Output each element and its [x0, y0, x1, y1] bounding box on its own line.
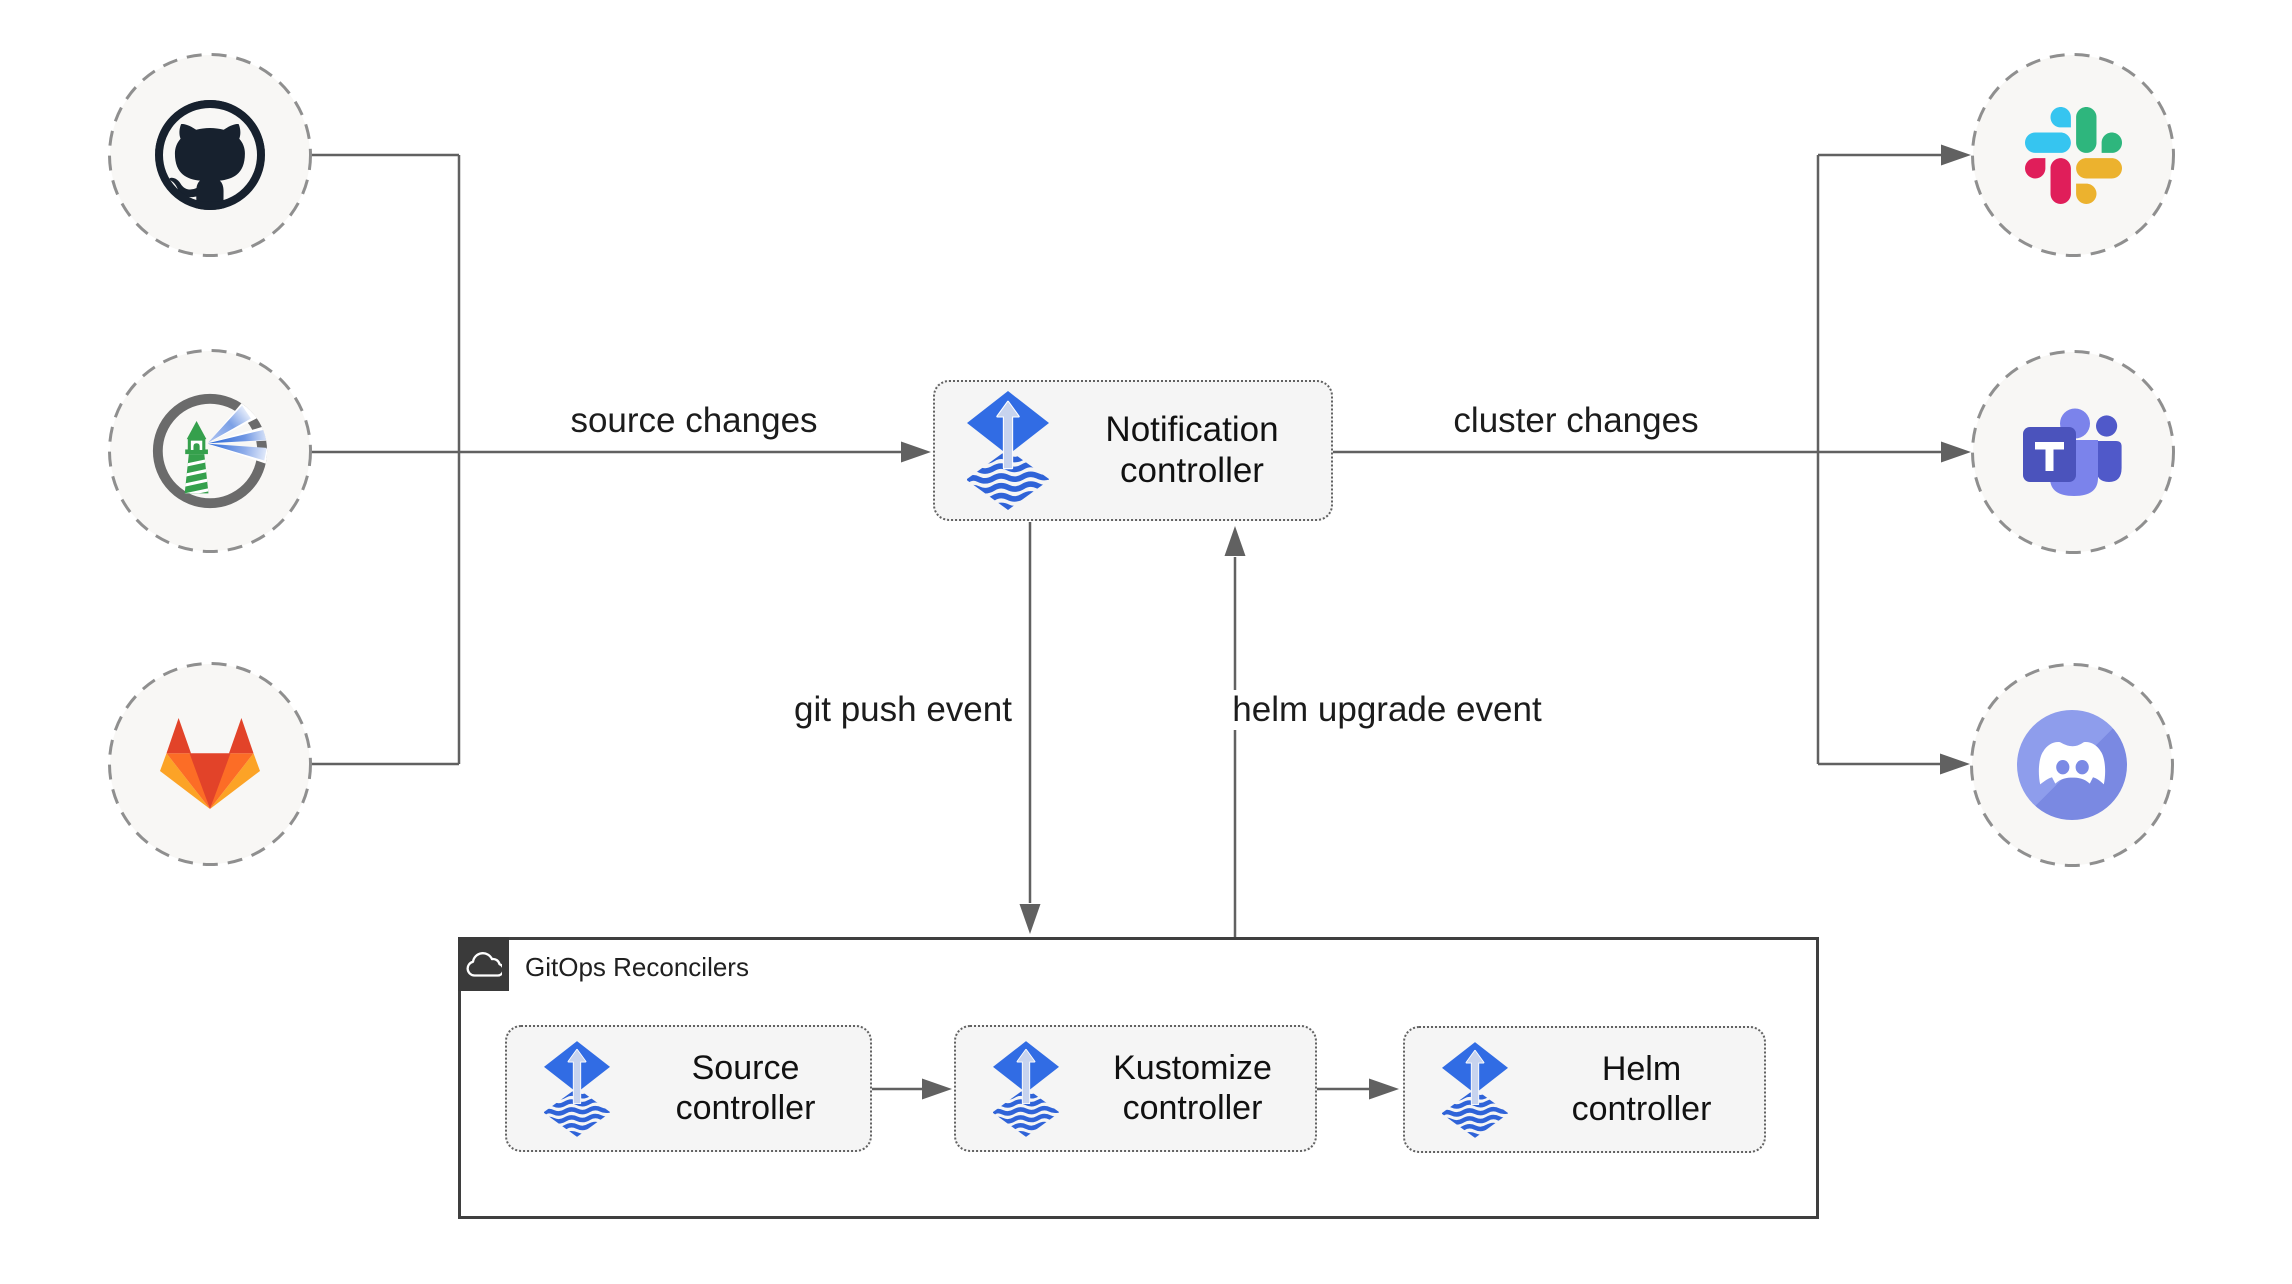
endpoint-gitlab — [108, 662, 312, 866]
gitlab-icon — [160, 718, 260, 809]
gitops-chip — [458, 937, 509, 991]
endpoint-discord — [1970, 663, 2174, 867]
flux-icon — [956, 1041, 1096, 1137]
flux-icon — [507, 1041, 647, 1137]
teams-icon — [2023, 408, 2122, 496]
node-label: Source controller — [675, 1049, 816, 1127]
endpoint-teams — [1971, 350, 2175, 554]
endpoint-harbor — [108, 349, 312, 553]
edge-label-source-changes: source changes — [564, 401, 824, 441]
node-kustomize-controller: Kustomize controller — [954, 1025, 1317, 1152]
endpoint-slack — [1971, 53, 2175, 257]
group-gitops-reconcilers: GitOps Reconcilers — [458, 937, 1819, 1219]
cloud-icon — [466, 951, 502, 977]
group-title: GitOps Reconcilers — [525, 951, 749, 982]
node-label: Notification controller — [1105, 409, 1279, 490]
endpoint-github — [108, 53, 312, 257]
node-notification-controller: Notification controller — [933, 380, 1333, 521]
node-source-controller: Source controller — [505, 1025, 872, 1152]
node-helm-controller: Helm controller — [1403, 1026, 1766, 1153]
edge-label-helm-upgrade-event: helm upgrade event — [1226, 690, 1548, 730]
discord-icon — [2017, 710, 2127, 820]
node-label: Kustomize controller — [1113, 1049, 1272, 1127]
harbor-icon — [152, 393, 268, 509]
flux-icon — [935, 391, 1081, 510]
node-label: Helm controller — [1571, 1050, 1712, 1128]
edge-label-cluster-changes: cluster changes — [1447, 401, 1705, 441]
arrowheads — [901, 144, 1971, 1100]
github-icon — [155, 100, 265, 210]
edge-label-git-push-event: git push event — [788, 690, 1018, 730]
slack-icon — [2024, 106, 2122, 204]
flux-icon — [1405, 1042, 1545, 1138]
